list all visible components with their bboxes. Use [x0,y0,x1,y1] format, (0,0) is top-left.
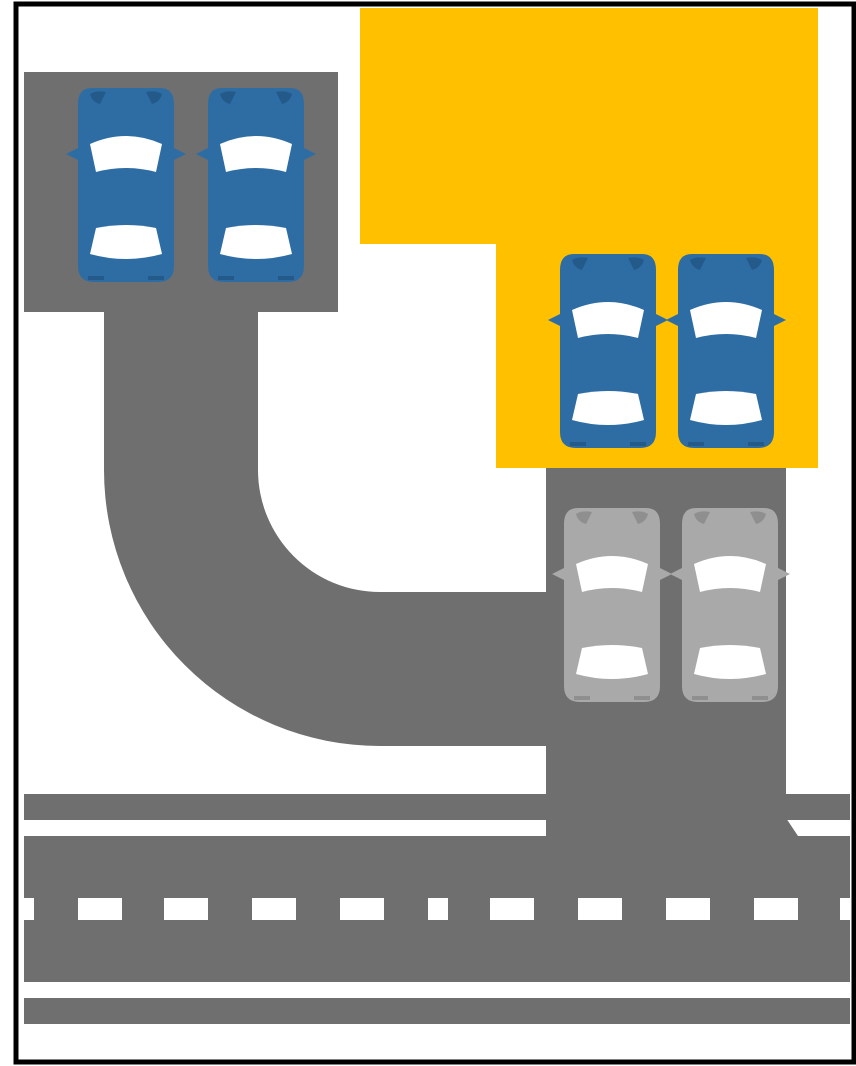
gray-car-car-top-view-icon [552,508,672,702]
blue-car-car-top-view-icon [666,254,786,448]
lane-dash [754,898,798,920]
lane-dash [840,898,850,920]
lane-dash [340,898,384,920]
blue-car-car-top-view-icon [196,88,316,282]
highway-shoulder-bottom [24,998,850,1024]
lane-dash [490,898,534,920]
lane-dash [24,898,34,920]
lane-dash [428,898,448,920]
lane-dash [252,898,296,920]
blue-car-car-top-view-icon [66,88,186,282]
lane-dash [78,898,122,920]
gray-car-car-top-view-icon [670,508,790,702]
lane-dash [578,898,622,920]
lane-dash [164,898,208,920]
blue-car-car-top-view-icon [548,254,668,448]
lane-dash [666,898,710,920]
highway-junction [546,780,786,840]
